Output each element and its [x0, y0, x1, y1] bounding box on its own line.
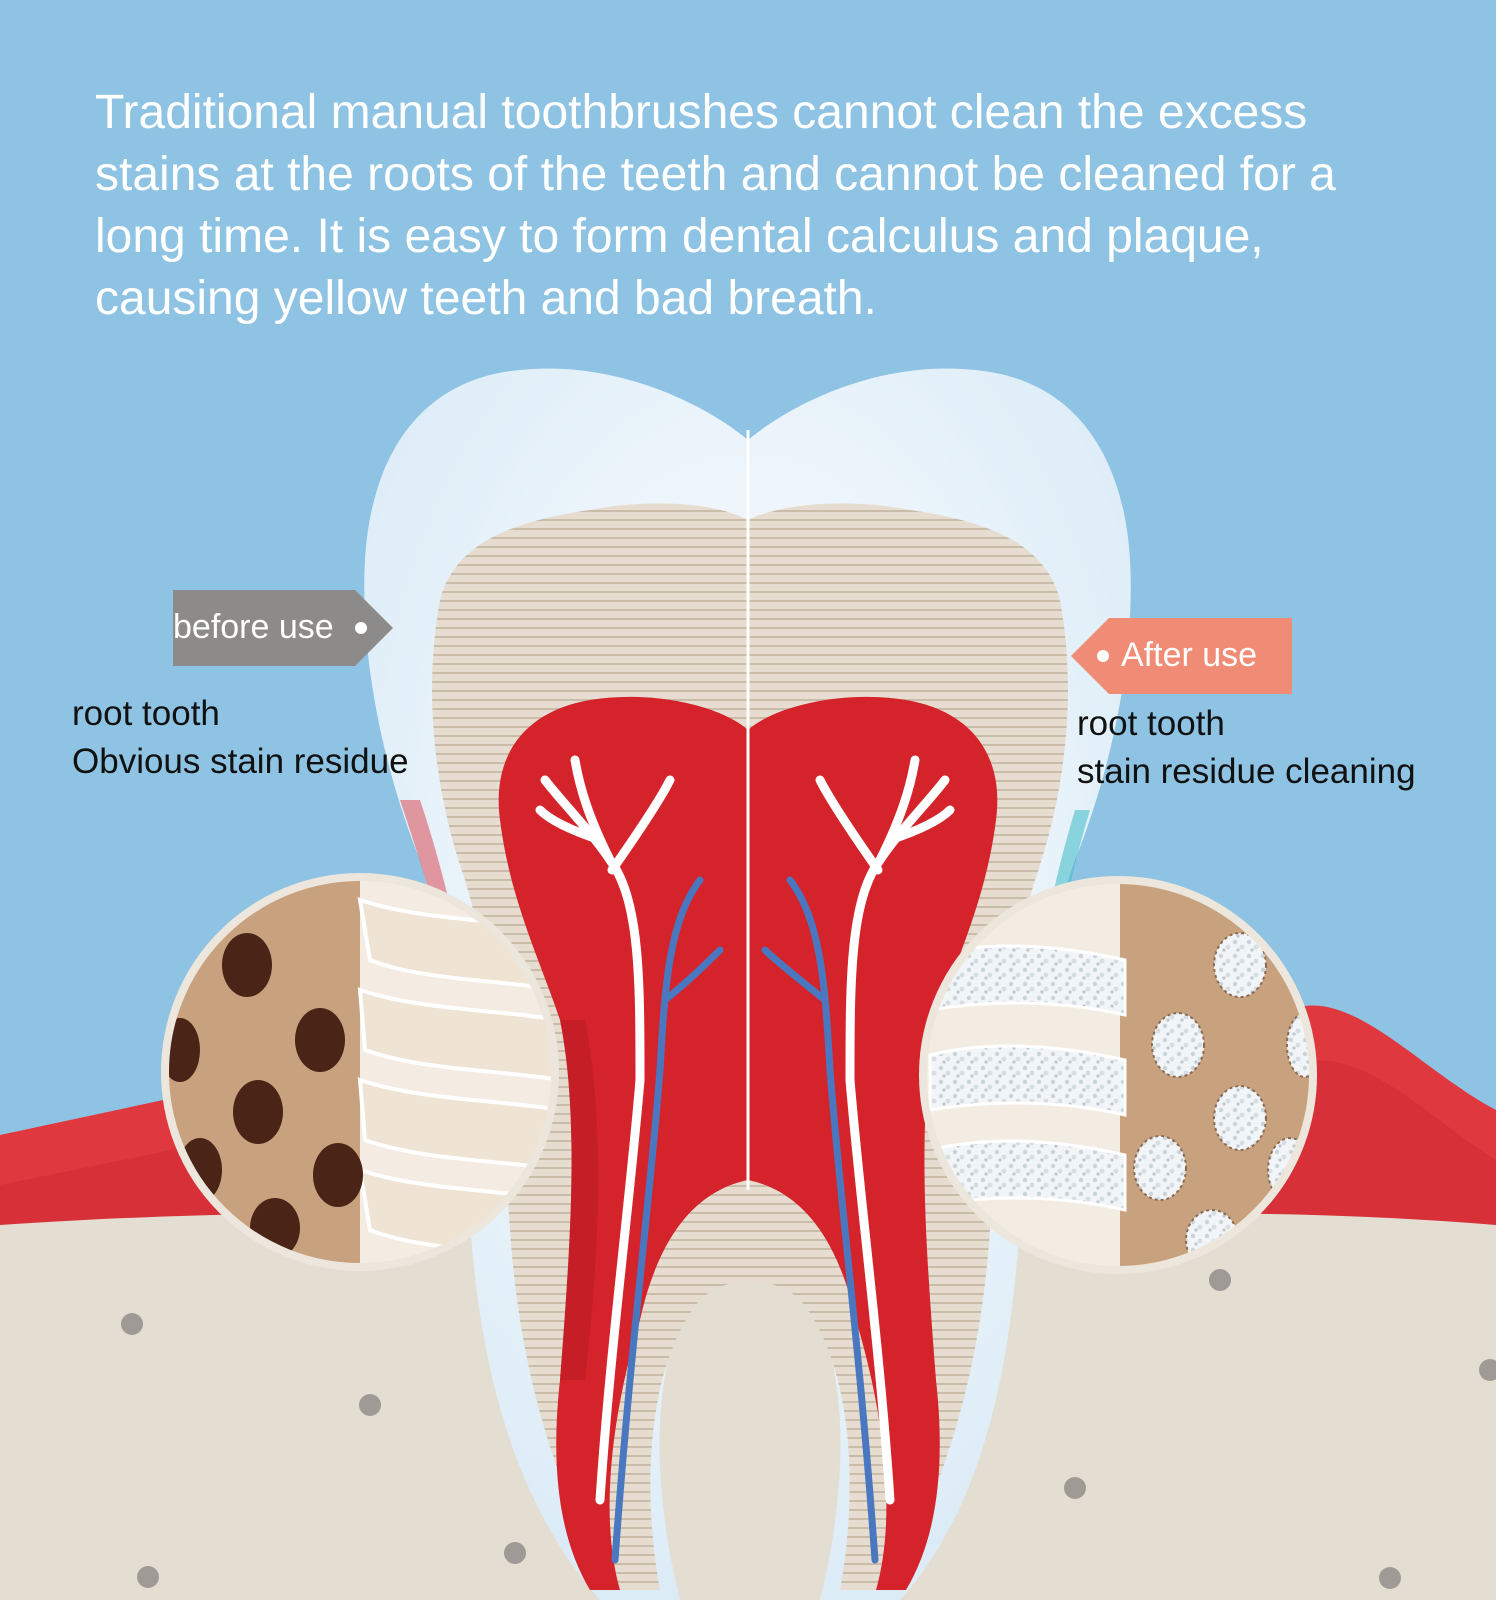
before-caption-line2: Obvious stain residue [72, 742, 409, 781]
headline-text: Traditional manual toothbrushes cannot c… [95, 86, 1336, 325]
after-tag-shape [1071, 618, 1292, 694]
before-tag-shape [173, 590, 393, 666]
before-magnifier [165, 877, 555, 1267]
before-use-tag: before use [173, 590, 398, 666]
before-caption: root tooth Obvious stain residue [72, 690, 409, 786]
after-caption-line1: root tooth [1077, 704, 1225, 743]
after-tag-label: After use [1121, 636, 1258, 674]
after-caption-line2: stain residue cleaning [1077, 752, 1416, 791]
after-caption: root tooth stain residue cleaning [1077, 700, 1416, 796]
blood-vessels [611, 876, 879, 1564]
jaw-bone [0, 1213, 1496, 1600]
nerve-branches [535, 755, 955, 1505]
before-tag-label: before use [173, 608, 334, 646]
after-use-tag: After use [1067, 618, 1292, 694]
before-caption-line1: root tooth [72, 694, 220, 733]
